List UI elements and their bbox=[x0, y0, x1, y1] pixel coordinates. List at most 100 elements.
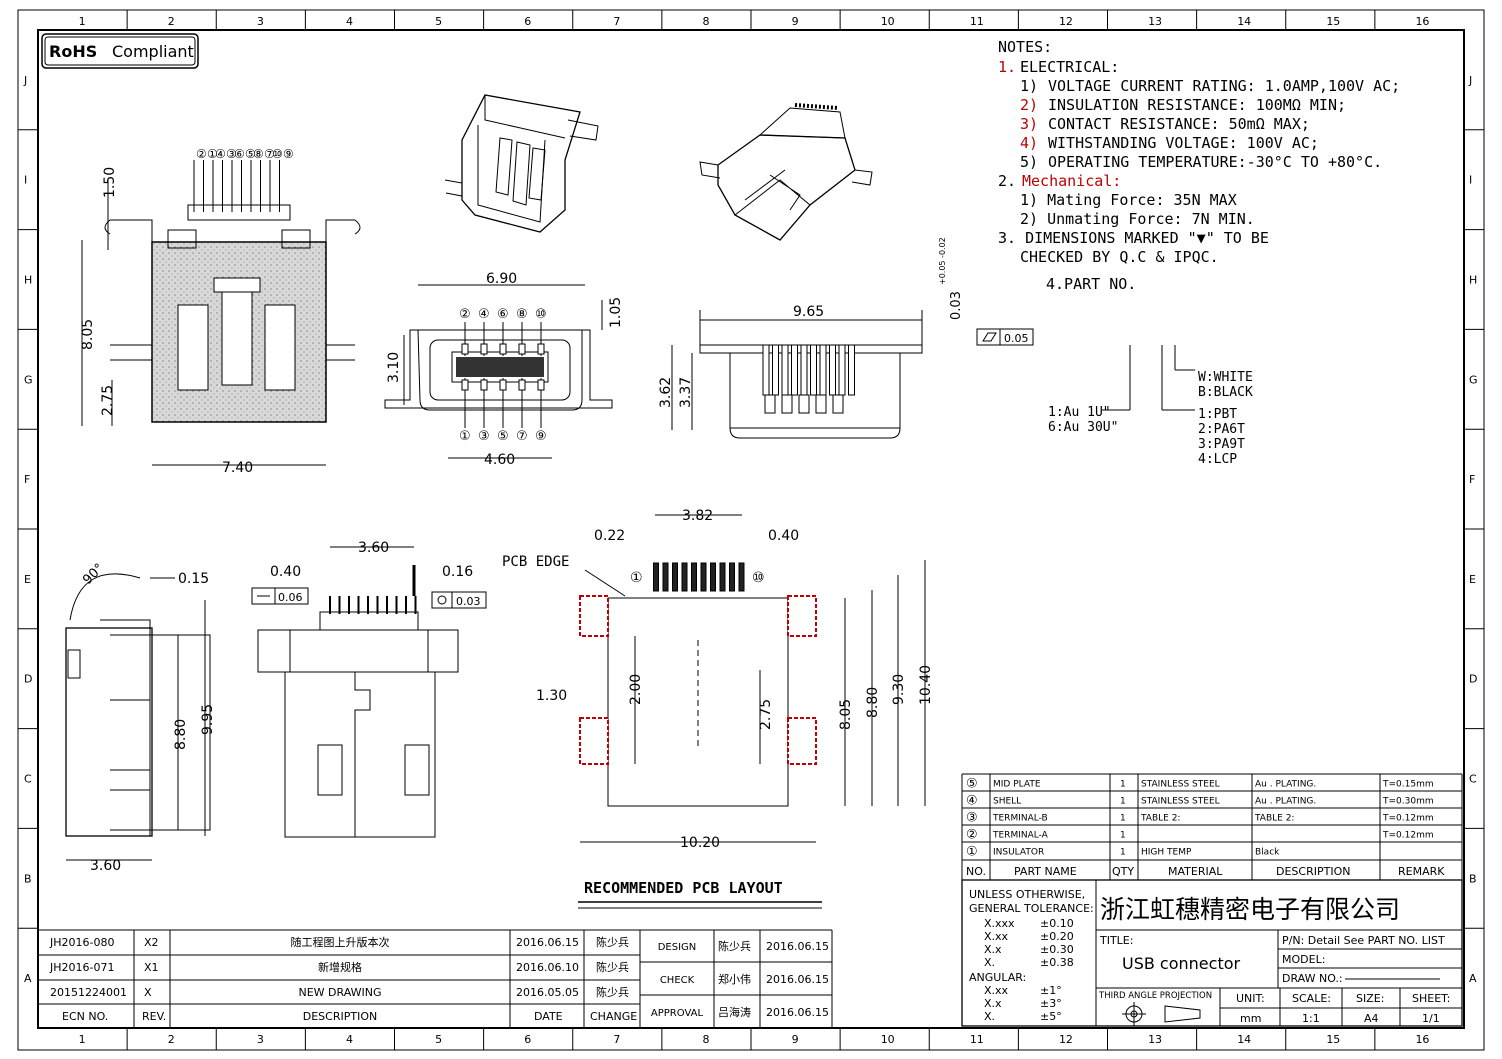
flatness-tol: 0.05 bbox=[1004, 332, 1029, 345]
rear-pin bbox=[829, 344, 836, 396]
bom-no: ④ bbox=[966, 794, 978, 809]
bom-material: STAINLESS STEEL bbox=[1141, 780, 1220, 790]
approval-date: 2016.06.15 bbox=[766, 973, 829, 986]
zone-col-bottom: 11 bbox=[970, 1033, 984, 1046]
bom-header-qty: QTY bbox=[1112, 865, 1134, 878]
tol-x-val: ±0.38 bbox=[1040, 956, 1074, 969]
zone-col-bottom: 7 bbox=[613, 1033, 620, 1046]
dim-3-37: 3.37 bbox=[678, 377, 694, 408]
note-m2: 2) Unmating Force: 7N MIN. bbox=[1020, 210, 1255, 228]
zone-col-top: 16 bbox=[1415, 15, 1429, 28]
bom-material: TABLE 2: bbox=[1140, 814, 1180, 824]
rev-rev: X1 bbox=[144, 961, 159, 974]
zone-row-left: J bbox=[23, 74, 27, 87]
zone-row-right: D bbox=[1469, 673, 1477, 686]
bom-description: Au . PLATING. bbox=[1255, 797, 1316, 807]
rev-ecn: JH2016-080 bbox=[49, 936, 114, 949]
approval-name: 吕海涛 bbox=[718, 1005, 751, 1019]
zone-col-top: 14 bbox=[1237, 15, 1251, 28]
rev-description: 随工程图上升版本次 bbox=[291, 935, 390, 949]
pn-lcp: 4:LCP bbox=[1198, 452, 1237, 467]
size-label: SIZE: bbox=[1356, 992, 1384, 1005]
zone-col-bottom: 8 bbox=[702, 1033, 709, 1046]
ang-xx: X.xx bbox=[984, 984, 1009, 997]
title-block: UNLESS OTHERWISE, GENERAL TOLERANCE: X.x… bbox=[961, 879, 1463, 1027]
rev-changed-by: 陈少兵 bbox=[596, 960, 629, 974]
zone-row-left: F bbox=[24, 473, 30, 486]
zone-row-right: B bbox=[1469, 872, 1477, 885]
dim-1-50: 1.50 bbox=[102, 167, 118, 198]
ang-x: X.x bbox=[984, 997, 1002, 1010]
pcb-pin1: ① bbox=[630, 570, 643, 586]
rev-header-description: DESCRIPTION bbox=[303, 1010, 377, 1023]
note-e2: INSULATION RESISTANCE: 100MΩ MIN; bbox=[1048, 96, 1346, 114]
tol-0-06: 0.06 bbox=[278, 591, 303, 604]
dim-8-80-a: 8.80 bbox=[173, 719, 189, 750]
pin-number: ⑦ bbox=[264, 147, 275, 161]
rear-pin bbox=[762, 344, 770, 396]
dim-9-95: 9.95 bbox=[200, 704, 216, 735]
rev-rev: X bbox=[144, 986, 152, 999]
front-pin-top: ② bbox=[459, 307, 471, 322]
zone-row-left: H bbox=[24, 274, 32, 287]
note-e4: WITHSTANDING VOLTAGE: 100V AC; bbox=[1048, 134, 1319, 152]
bom-description: Black bbox=[1255, 848, 1280, 858]
bom-material: STAINLESS STEEL bbox=[1141, 797, 1220, 807]
sheet-label: SHEET: bbox=[1412, 992, 1450, 1005]
zone-col-bottom: 13 bbox=[1148, 1033, 1162, 1046]
pn-pbt: 1:PBT bbox=[1198, 407, 1237, 422]
zone-col-top: 15 bbox=[1326, 15, 1340, 28]
bom-qty: 1 bbox=[1120, 848, 1126, 858]
pcb-pad bbox=[729, 562, 735, 592]
unit-value: mm bbox=[1240, 1012, 1261, 1025]
zone-row-left: G bbox=[24, 373, 33, 386]
draw-no-label: DRAW NO.: bbox=[1282, 972, 1343, 985]
pcb-edge-label: PCB EDGE bbox=[502, 554, 569, 570]
dim-7-40: 7.40 bbox=[222, 460, 253, 476]
pcb-layout: ① ⑩ PCB EDGE 3.82 0.22 0.40 1.30 2.00 2.… bbox=[502, 508, 934, 909]
zone-col-bottom: 4 bbox=[346, 1033, 353, 1046]
dim-9-65: 9.65 bbox=[793, 304, 824, 320]
note-e1: VOLTAGE CURRENT RATING: 1.0AMP,100V AC; bbox=[1048, 77, 1400, 95]
note-1: ELECTRICAL: bbox=[1020, 58, 1119, 76]
bom-header-material: MATERIAL bbox=[1168, 865, 1223, 878]
notes: NOTES: 1. ELECTRICAL: 1) VOLTAGE CURRENT… bbox=[998, 38, 1400, 293]
bom-material: HIGH TEMP bbox=[1141, 848, 1192, 858]
rear-pin bbox=[810, 344, 817, 396]
rear-pin bbox=[838, 344, 846, 396]
model-label: MODEL: bbox=[1282, 953, 1325, 966]
rohs-text: Compliant bbox=[112, 42, 194, 61]
bom-description: Au . PLATING. bbox=[1255, 780, 1316, 790]
approval-role: DESIGN bbox=[658, 942, 697, 953]
dim-0-03-tol: +0.05 -0.02 bbox=[938, 237, 947, 285]
pcb-pad bbox=[691, 562, 697, 592]
rear-view-pins bbox=[762, 344, 855, 414]
approval-name: 陈少兵 bbox=[718, 939, 751, 953]
bom-part-name: TERMINAL-B bbox=[992, 814, 1048, 824]
tol-xxxx-val: ±0.10 bbox=[1040, 917, 1074, 930]
rear-pin bbox=[781, 344, 789, 396]
zone-col-bottom: 3 bbox=[257, 1033, 264, 1046]
note-4: 4.PART NO. bbox=[1046, 275, 1136, 293]
tol-0-03: 0.03 bbox=[456, 595, 481, 608]
rear-pin-foot bbox=[764, 394, 776, 414]
pin-number: ② bbox=[196, 147, 207, 161]
rev-header-ecn: ECN NO. bbox=[62, 1010, 108, 1023]
bottom-view-pins bbox=[329, 565, 417, 614]
note-2-num: 2. bbox=[998, 172, 1016, 190]
zone-col-top: 6 bbox=[524, 15, 531, 28]
approval-name: 郑小伟 bbox=[718, 972, 751, 986]
front-pin-bottom: ⑨ bbox=[535, 429, 547, 444]
rev-ecn: 20151224001 bbox=[50, 986, 127, 999]
dim-1-05: 1.05 bbox=[608, 297, 624, 328]
pn-au1: 1:Au 1U" bbox=[1048, 405, 1111, 420]
angle-90: 90° bbox=[80, 561, 107, 588]
bom-remark: T=0.12mm bbox=[1382, 814, 1434, 824]
zone-row-left: E bbox=[24, 573, 31, 586]
rear-pin-foot bbox=[832, 394, 844, 414]
